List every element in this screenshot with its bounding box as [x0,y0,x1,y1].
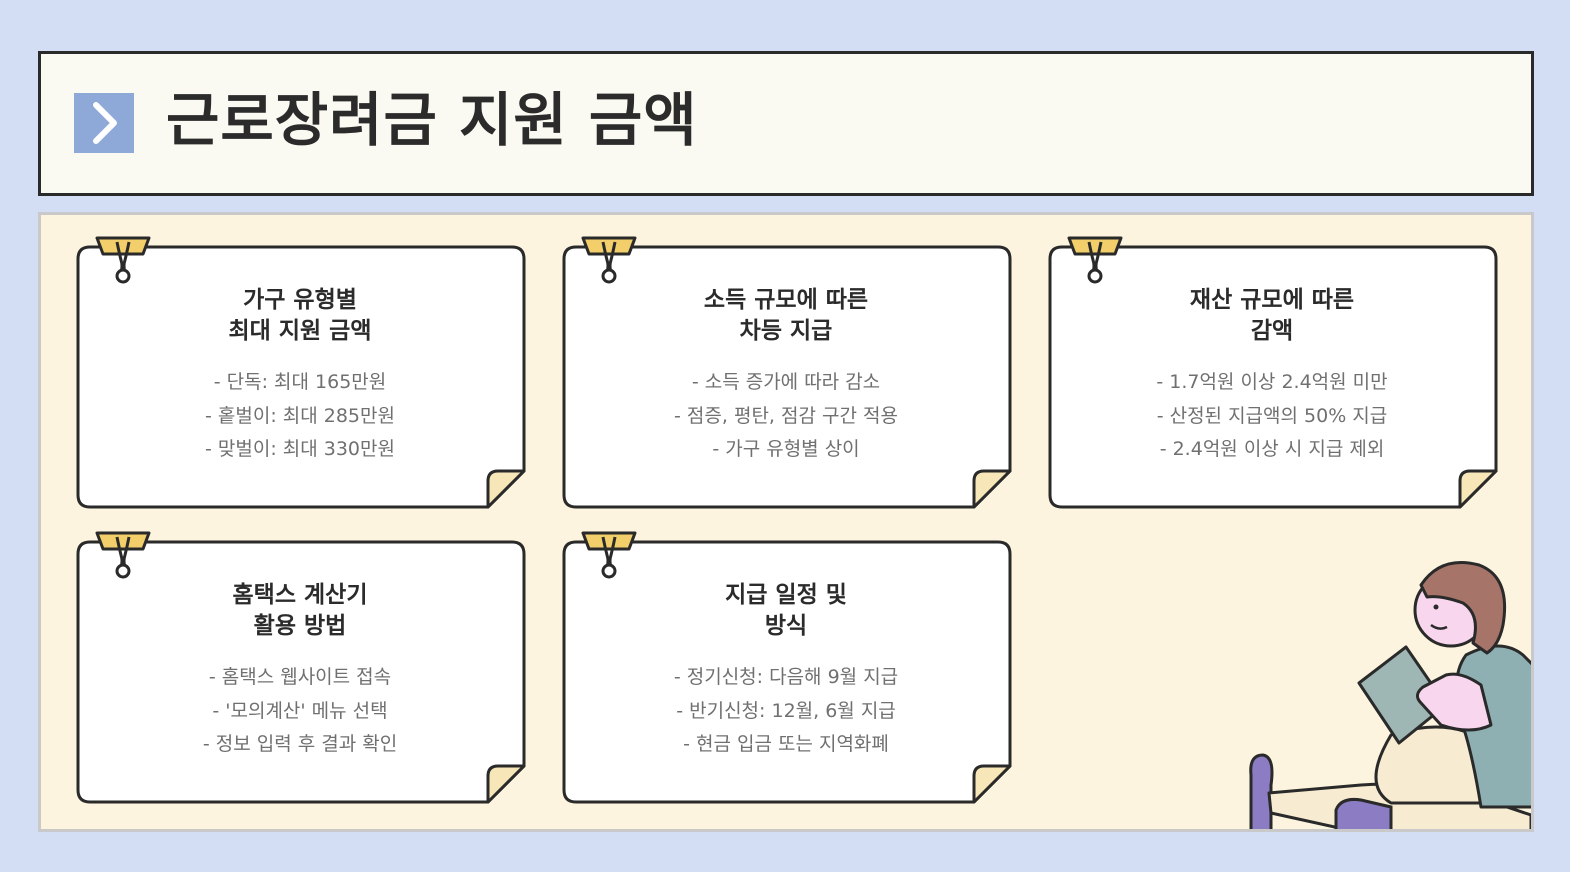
card-heading: 지급 일정 및 방식 [725,582,847,639]
info-card: 소득 규모에 따른 차등 지급 - 소득 증가에 따라 감소 - 점증, 평탄,… [562,236,1012,509]
list-item: - 2.4억원 이상 시 지급 제외 [1159,438,1385,460]
binder-clip-icon [1067,236,1123,284]
binder-clip-icon [581,236,637,284]
list-item: - 홑벌이: 최대 285만원 [204,404,395,427]
note-frame [562,245,1012,509]
title-banner: 근로장려금 지원 금액 [38,51,1534,196]
list-item: - 반기신청: 12월, 6월 지급 [676,699,896,722]
list-item: - 가구 유형별 상이 [712,438,860,460]
card-items: - 홈택스 웹사이트 접속 - '모의계산' 메뉴 선택 - 정보 입력 후 결… [76,661,524,762]
list-item: - 현금 입금 또는 지역화폐 [683,733,889,755]
info-card: 가구 유형별 최대 지원 금액 - 단독: 최대 165만원 - 홑벌이: 최대… [76,236,526,509]
card-items: - 단독: 최대 165만원 - 홑벌이: 최대 285만원 - 맞벌이: 최대… [76,366,524,467]
list-item: - 정보 입력 후 결과 확인 [202,733,398,755]
note-frame [76,245,526,509]
note-frame [76,540,526,804]
info-card: 지급 일정 및 방식 - 정기신청: 다음해 9월 지급 - 반기신청: 12월… [562,531,1012,804]
page-title: 근로장려금 지원 금액 [166,86,698,154]
list-item: - 단독: 최대 165만원 [213,371,387,393]
list-item: - 맞벌이: 최대 330만원 [204,438,395,460]
list-item: - 1.7억원 이상 2.4억원 미만 [1156,371,1388,393]
card-heading: 가구 유형별 최대 지원 금액 [228,287,372,344]
card-items: - 정기신청: 다음해 9월 지급 - 반기신청: 12월, 6월 지급 - 현… [562,661,1010,762]
reading-person-illustration [1249,561,1531,829]
card-heading: 소득 규모에 따른 차등 지급 [703,287,869,344]
list-item: - 소득 증가에 따라 감소 [691,371,881,393]
binder-clip-icon [581,531,637,579]
content-board: 가구 유형별 최대 지원 금액 - 단독: 최대 165만원 - 홑벌이: 최대… [38,212,1534,832]
note-frame [562,540,1012,804]
list-item: - 산정된 지급액의 50% 지급 [1156,404,1388,427]
list-item: - 점증, 평탄, 점감 구간 적용 [674,404,898,427]
card-heading: 재산 규모에 따른 감액 [1189,287,1355,344]
list-item: - '모의계산' 메뉴 선택 [212,699,388,722]
note-frame [1048,245,1498,509]
chevron-right-icon [74,93,134,153]
info-card: 재산 규모에 따른 감액 - 1.7억원 이상 2.4억원 미만 - 산정된 지… [1048,236,1498,509]
list-item: - 홈택스 웹사이트 접속 [208,666,392,688]
card-heading: 홈택스 계산기 활용 방법 [232,582,368,639]
binder-clip-icon [95,236,151,284]
card-items: - 소득 증가에 따라 감소 - 점증, 평탄, 점감 구간 적용 - 가구 유… [562,366,1010,467]
list-item: - 정기신청: 다음해 9월 지급 [673,666,899,688]
info-card: 홈택스 계산기 활용 방법 - 홈택스 웹사이트 접속 - '모의계산' 메뉴 … [76,531,526,804]
binder-clip-icon [95,531,151,579]
card-items: - 1.7억원 이상 2.4억원 미만 - 산정된 지급액의 50% 지급 - … [1048,366,1496,467]
